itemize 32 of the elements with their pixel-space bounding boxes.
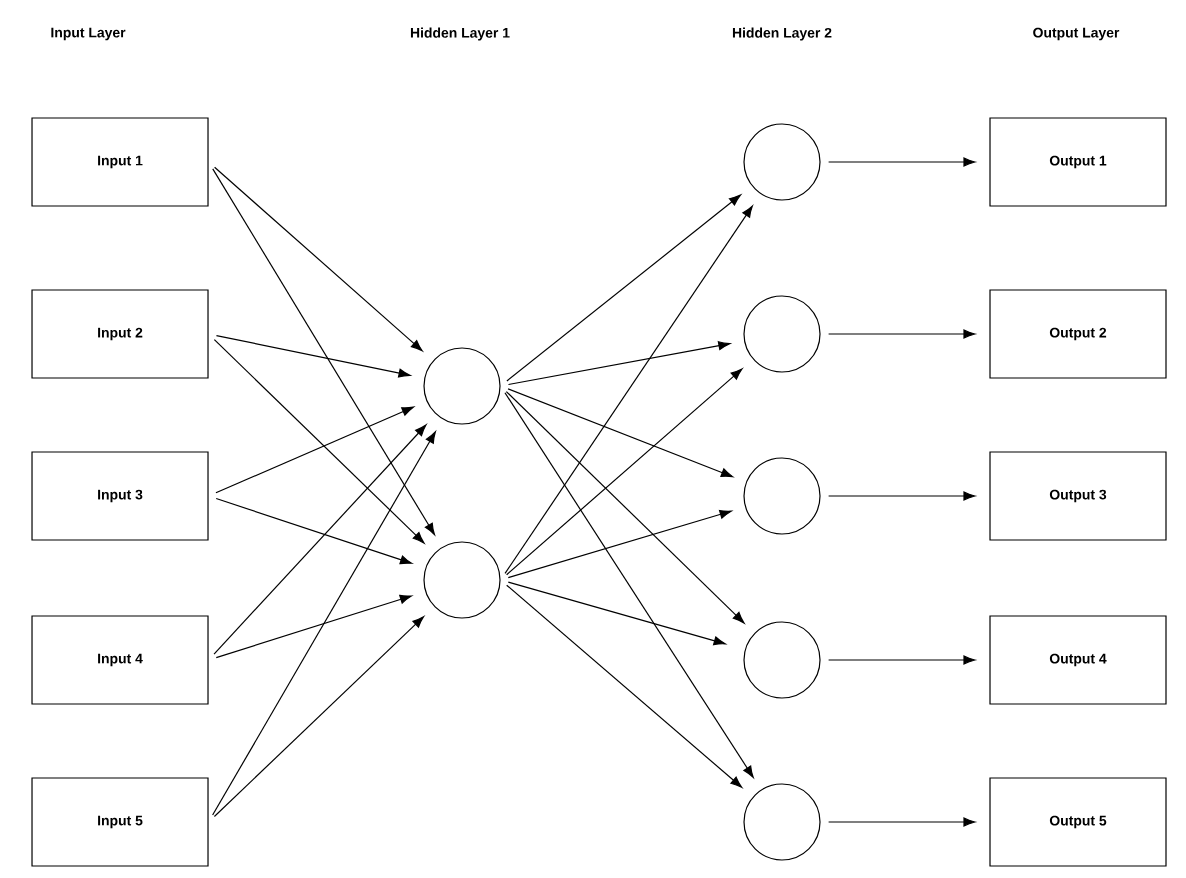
arrow xyxy=(212,431,436,816)
arrow xyxy=(507,581,726,646)
arrow xyxy=(215,335,411,378)
arrow xyxy=(212,168,436,536)
arrow xyxy=(507,341,731,386)
neuron-circle xyxy=(743,783,821,861)
neuron-circle xyxy=(423,541,501,619)
arrow xyxy=(214,166,423,352)
arrow xyxy=(507,388,734,478)
arrow xyxy=(828,157,976,167)
arrow xyxy=(506,194,741,382)
arrow xyxy=(828,329,976,339)
arrow xyxy=(215,594,412,659)
neuron-circle xyxy=(743,621,821,699)
arrow xyxy=(507,509,732,579)
arrow xyxy=(213,424,427,655)
arrow xyxy=(506,368,743,576)
arrow xyxy=(828,817,976,827)
neuron-circle xyxy=(423,347,501,425)
arrow xyxy=(215,406,414,494)
neuron-circle xyxy=(743,123,821,201)
arrow xyxy=(215,497,413,565)
arrow xyxy=(505,390,745,624)
neuron-circle xyxy=(743,457,821,535)
arrow xyxy=(828,491,976,501)
neuron-circle xyxy=(743,295,821,373)
arrow xyxy=(213,616,425,818)
arrow xyxy=(506,584,743,788)
arrow xyxy=(504,392,754,778)
arrow xyxy=(504,205,753,574)
arrow xyxy=(213,338,425,544)
arrow xyxy=(828,655,976,665)
